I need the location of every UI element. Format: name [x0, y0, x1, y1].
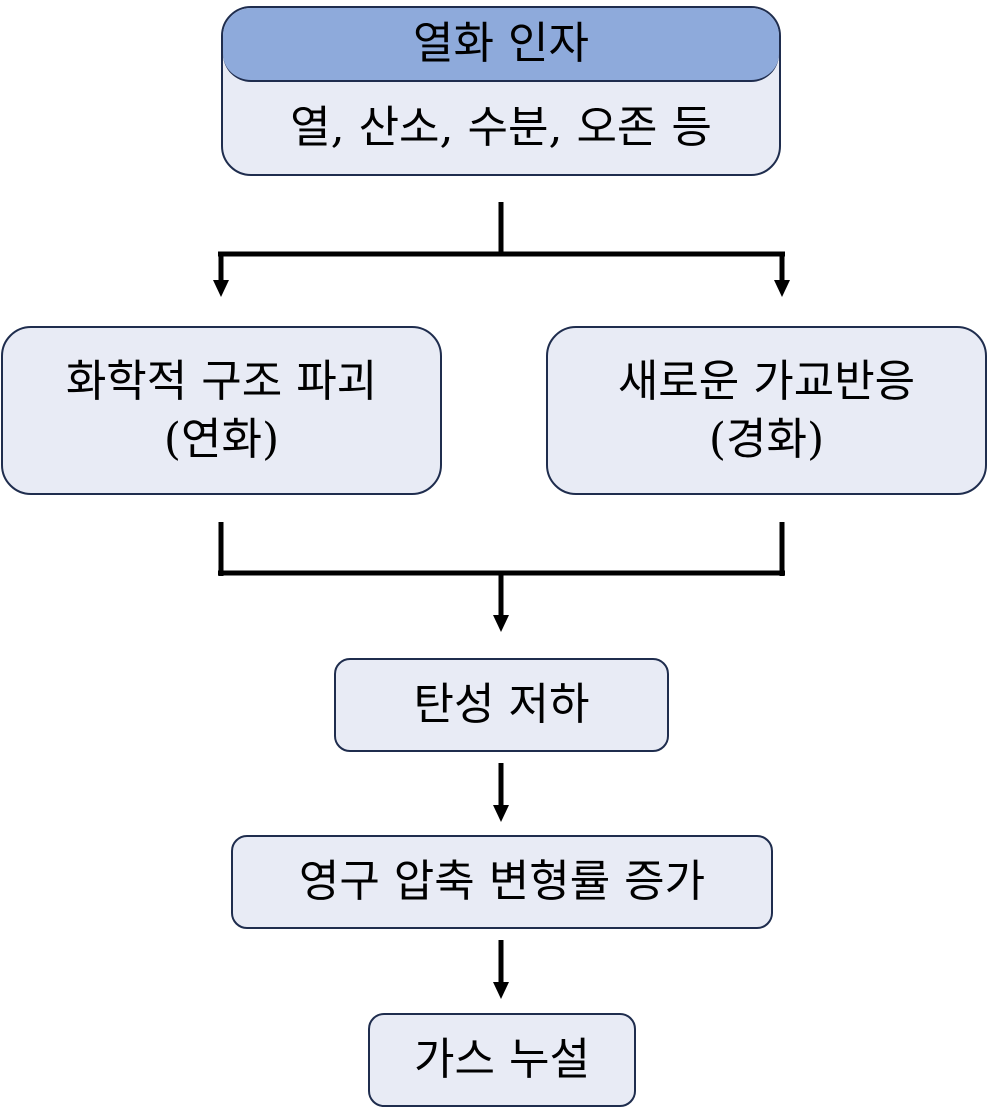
- degradation-factors-header: 열화 인자: [223, 8, 779, 82]
- degradation-factors-body: 열, 산소, 수분, 오존 등: [223, 82, 779, 174]
- branch-softening-title: 화학적 구조 파괴: [65, 355, 378, 407]
- arrowhead-merge: [493, 615, 509, 632]
- degradation-factors-box: 열화 인자 열, 산소, 수분, 오존 등: [221, 6, 781, 176]
- branch-hardening-note: (경화): [708, 413, 825, 465]
- degradation-factors-list: 열, 산소, 수분, 오존 등: [290, 102, 712, 153]
- step-label-gas-leak: 가스 누설: [414, 1034, 590, 1085]
- degradation-factors-title: 열화 인자: [413, 18, 589, 69]
- branch-hardening-title: 새로운 가교반응: [617, 355, 916, 407]
- arrowhead-right: [774, 280, 790, 297]
- step-label-compression-set: 영구 압축 변형률 증가: [298, 856, 706, 907]
- step-box-gas-leak: 가스 누설: [368, 1013, 636, 1107]
- branch-softening-note: (연화): [163, 413, 280, 465]
- step-box-compression-set: 영구 압축 변형률 증가: [231, 835, 773, 929]
- branch-softening-box: 화학적 구조 파괴 (연화): [1, 326, 442, 495]
- arrowhead-step-1-2: [493, 805, 509, 822]
- branch-hardening-box: 새로운 가교반응 (경화): [546, 326, 987, 495]
- step-label-elasticity-loss: 탄성 저하: [413, 679, 590, 730]
- step-box-elasticity-loss: 탄성 저하: [334, 658, 669, 752]
- arrowhead-left: [213, 280, 229, 297]
- arrowhead-step-2-3: [493, 982, 509, 999]
